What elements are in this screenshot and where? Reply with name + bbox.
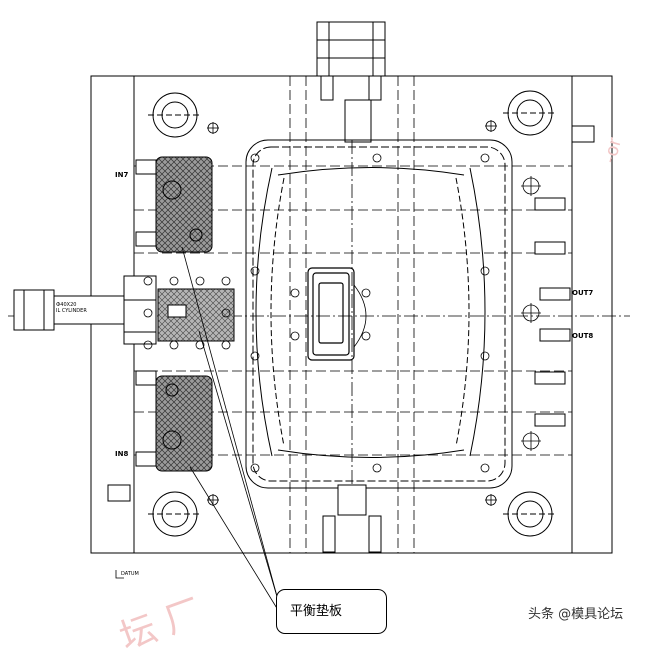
guide-pillar-top-right [503,90,557,136]
label-out8: OUT8 [572,332,594,340]
bolt-array [143,276,371,350]
label-datum: DATUM [121,571,139,577]
guide-pillar-top-left [148,92,202,138]
label-in7: IN7 [115,171,129,179]
label-out7: OUT7 [572,289,594,297]
mold-drawing [8,21,630,611]
center-slider [307,267,367,361]
source-watermark: 头条 @模具论坛 [528,607,624,622]
callout-leaders [181,246,279,611]
balance-pad-top [155,156,213,253]
left-hydraulic-cylinder [13,275,157,345]
label-cylinder-size: Ф40X20 [56,302,77,308]
callout-text: 平衡垫板 [290,604,343,619]
label-cylinder-type: IL CYLINDER [56,308,87,314]
callout-box: 平衡垫板 [276,589,387,634]
guide-pillar-group [148,90,557,537]
guide-pillar-bottom-left [148,491,202,537]
balance-pad-bottom [155,375,213,472]
datum-mark [115,570,124,579]
left-fittings [107,159,157,502]
crossed-markers [207,120,541,506]
cavity-insert [245,139,513,489]
label-in8: IN8 [115,450,129,458]
top-cylinder-block [316,21,386,143]
right-fittings [534,125,595,427]
bottom-features [322,484,382,553]
guide-pillar-bottom-right [503,491,557,537]
